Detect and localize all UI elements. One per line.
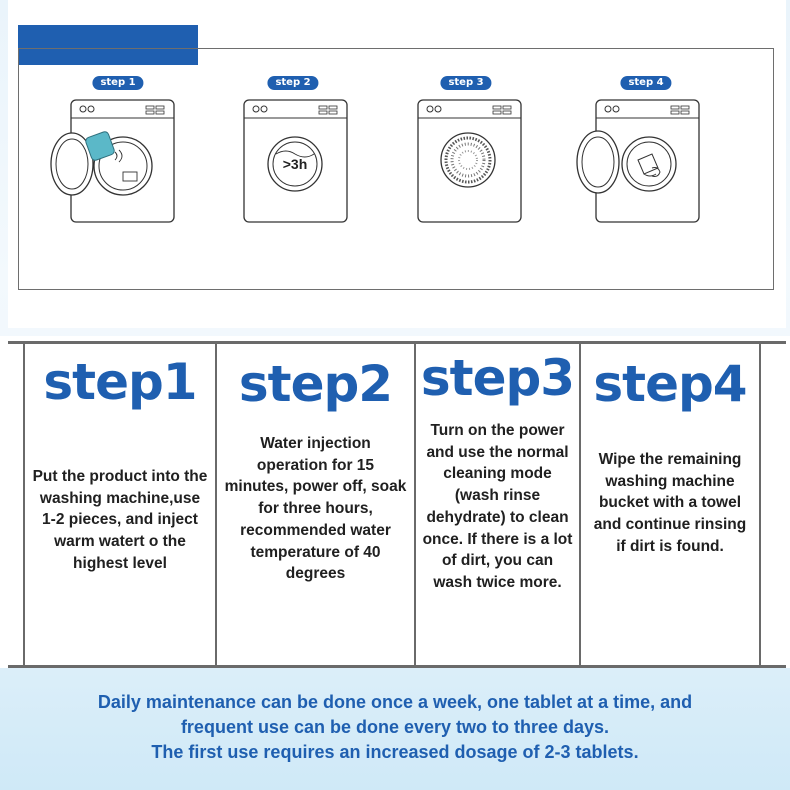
step-2-column: step2 Water injection operation for 15 m… — [217, 344, 414, 664]
footer-line-3: The first use requires an increased dosa… — [151, 742, 639, 762]
step-4-pill: step 4 — [620, 76, 672, 90]
step-4-title: step4 — [593, 355, 747, 413]
table-bottom-rule — [8, 665, 786, 668]
washing-machine-step2-icon: >3h — [243, 99, 348, 223]
step-2-text: Water injection operation for 15 minutes… — [224, 435, 407, 583]
table-divider — [759, 342, 761, 667]
step-3-text: Turn on the power and use the normal cle… — [422, 422, 573, 591]
footer-line-2: frequent use can be done every two to th… — [180, 717, 610, 737]
step-4-column: step4 Wipe the remaining washing machine… — [581, 344, 759, 664]
diagram-frame — [18, 48, 774, 290]
header-tab — [18, 25, 198, 65]
step-3-title: step3 — [420, 349, 575, 407]
step-2-pill: step 2 — [267, 76, 319, 90]
washing-machine-step1-icon — [50, 99, 175, 223]
footer-note: Daily maintenance can be done once a wee… — [0, 690, 790, 765]
steps-table — [0, 336, 790, 668]
step-2-title: step2 — [238, 355, 393, 413]
table-divider — [579, 342, 581, 667]
step-3-pill: step 3 — [440, 76, 492, 90]
step-1-column: step1 Put the product into the washing m… — [25, 344, 215, 664]
washing-machine-step3-icon — [417, 99, 522, 223]
table-divider — [414, 342, 416, 667]
step-3-column: step3 Turn on the power and use the norm… — [416, 344, 579, 664]
soak-time-label: >3h — [283, 156, 308, 172]
step-1-title: step1 — [43, 353, 197, 411]
table-divider — [215, 342, 217, 667]
step-1-pill: step 1 — [92, 76, 144, 90]
table-divider — [23, 342, 25, 667]
step-1-text: Put the product into the washing machine… — [32, 468, 208, 572]
washing-machine-step4-icon — [576, 99, 700, 223]
step-4-text: Wipe the remaining washing machine bucke… — [593, 451, 747, 555]
table-top-rule — [8, 341, 786, 344]
footer-line-1: Daily maintenance can be done once a wee… — [97, 692, 693, 712]
